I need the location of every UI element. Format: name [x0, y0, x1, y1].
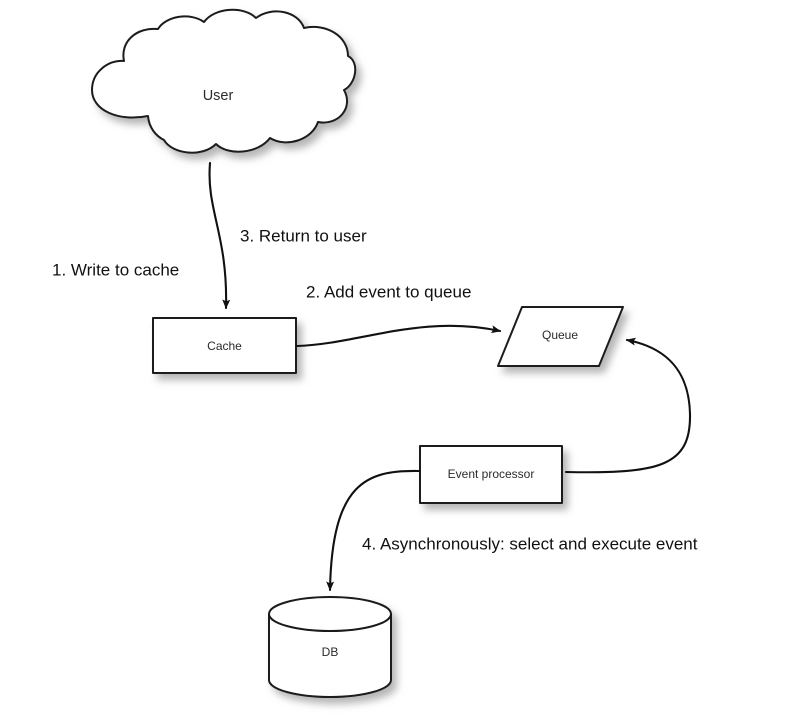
node-label-event-processor: Event processor — [448, 467, 535, 481]
edge-cache-to-queue — [295, 324, 502, 348]
node-label-db: DB — [322, 645, 339, 659]
node-cache[interactable]: Cache — [152, 317, 297, 374]
node-label-queue: Queue — [542, 328, 578, 342]
node-queue[interactable]: Queue — [497, 306, 624, 367]
label-step-1: 1. Write to cache — [52, 260, 179, 279]
node-label-cache: Cache — [207, 339, 242, 353]
edge-processor-to-queue — [564, 337, 692, 474]
node-user[interactable]: User — [91, 8, 357, 154]
edge-user-to-cache — [208, 161, 231, 310]
node-event-processor[interactable]: Event processor — [419, 445, 563, 504]
label-step-4: 4. Asynchronously: select and execute ev… — [362, 534, 698, 553]
label-step-3: 3. Return to user — [240, 226, 367, 245]
edge-processor-to-db — [326, 469, 421, 592]
node-label-user: User — [203, 88, 234, 104]
label-step-2: 2. Add event to queue — [306, 282, 471, 301]
node-db[interactable]: DB — [268, 596, 392, 698]
